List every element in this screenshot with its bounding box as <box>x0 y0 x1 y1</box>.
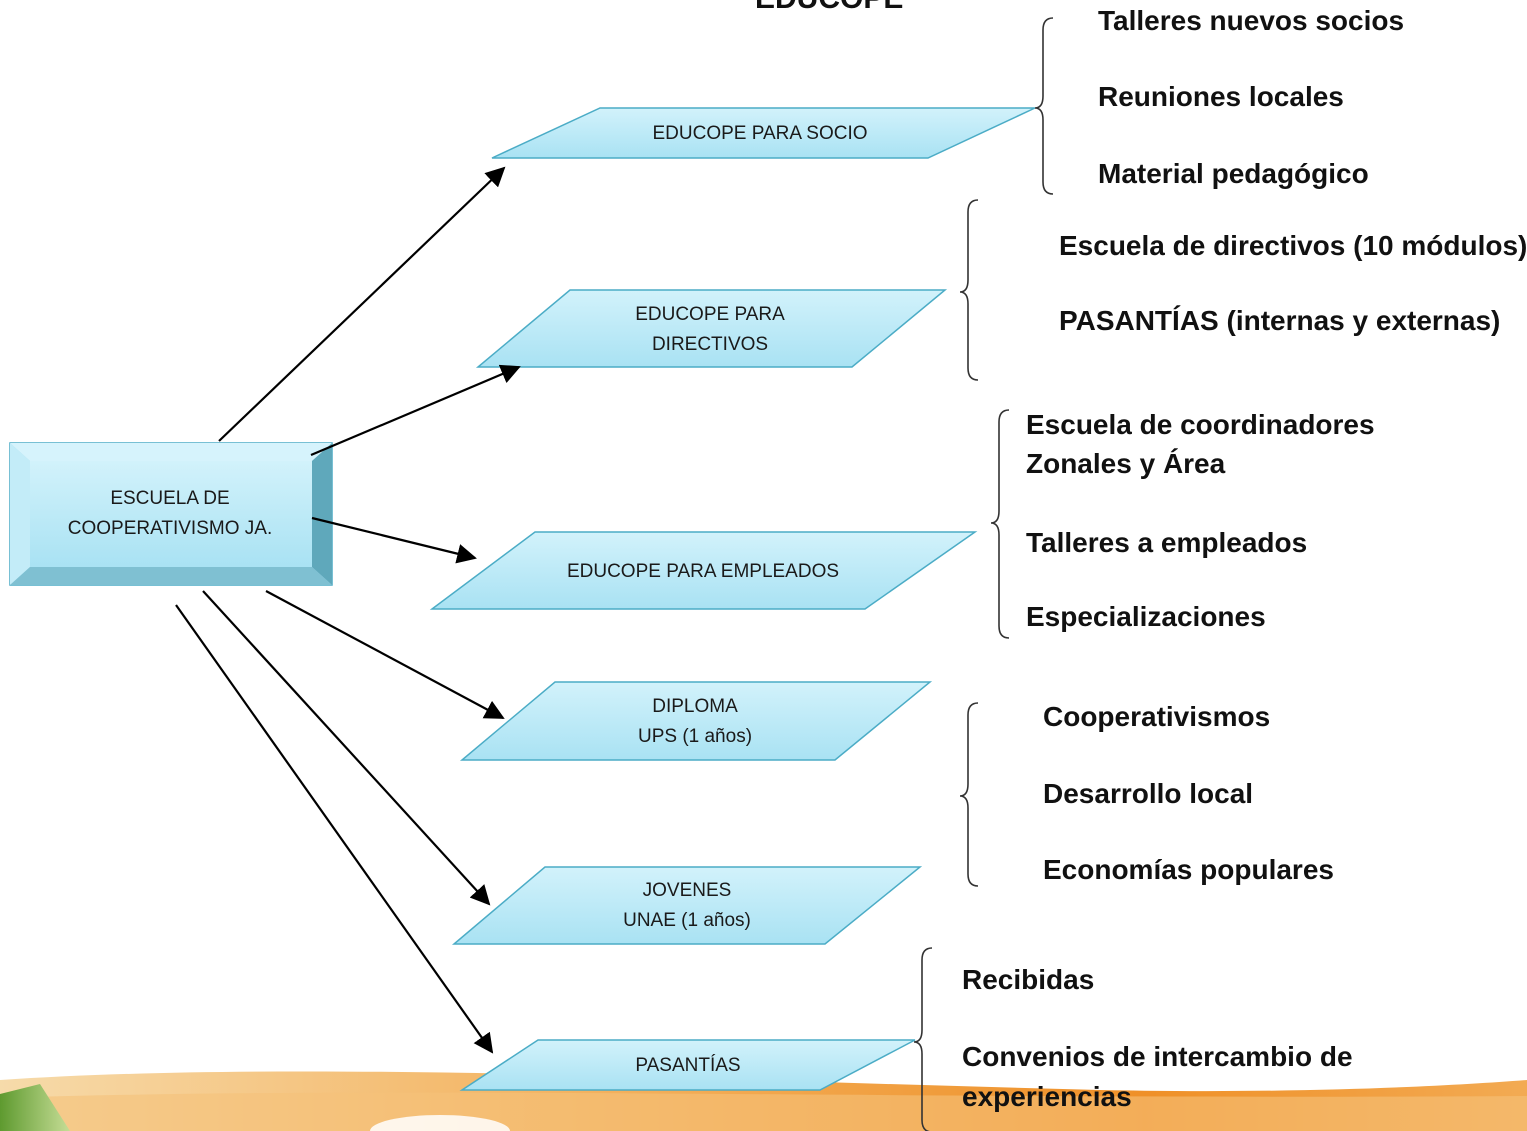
node-educope-socio: EDUCOPE PARA SOCIO <box>560 110 960 158</box>
connectors <box>175 166 521 1054</box>
arrow-to-pasantias <box>175 604 494 1054</box>
brace-diploma <box>959 702 979 887</box>
node-jovenes: JOVENES UNAE (1 años) <box>487 874 887 938</box>
node-diploma: DIPLOMA UPS (1 años) <box>495 690 895 754</box>
node-shapes <box>429 107 1036 1091</box>
node-shape-socio <box>491 107 1036 159</box>
item-escuela-directivos: Escuela de directivos (10 módulos) <box>1059 230 1527 261</box>
node-label: UNAE (1 años) <box>623 910 751 931</box>
item-economias-populares: Economías populares <box>1043 854 1334 885</box>
node-pasantias: PASANTÍAS <box>488 1046 888 1086</box>
arrow-to-empleados <box>311 516 477 564</box>
node-shape-directivos <box>475 289 948 368</box>
item-experiencias: experiencias <box>962 1081 1132 1112</box>
root-box-shape <box>9 442 333 586</box>
item-convenios: Convenios de intercambio de <box>962 1041 1353 1072</box>
arrow-to-directivos <box>310 364 521 457</box>
brace-socio <box>1034 17 1054 195</box>
item-cooperativismos: Cooperativismos <box>1043 701 1271 732</box>
node-label: DIRECTIVOS <box>651 334 769 355</box>
node-label: JOVENES <box>642 880 732 901</box>
node-shape-pasantias <box>459 1039 916 1091</box>
brace-empleados <box>990 409 1010 639</box>
node-label: EDUCOPE PARA EMPLEADOS <box>566 561 840 582</box>
page-title: EDUCOPE <box>755 0 903 16</box>
item-especializaciones: Especializaciones <box>1026 601 1266 632</box>
node-label: UPS (1 años) <box>637 726 753 747</box>
arrow-to-socio <box>218 166 506 442</box>
node-educope-empleados: EDUCOPE PARA EMPLEADOS <box>503 550 903 594</box>
item-zonales-area: Zonales y Área <box>1026 448 1226 479</box>
item-escuela-coordinadores: Escuela de coordinadores <box>1026 409 1375 440</box>
item-talleres-empleados: Talleres a empleados <box>1026 527 1308 558</box>
item-recibidas: Recibidas <box>962 964 1095 995</box>
root-node: ESCUELA DE COOPERATIVISMO JA. <box>40 472 300 556</box>
root-node-line2: COOPERATIVISMO JA. <box>67 518 273 539</box>
brace-directivos <box>959 199 979 381</box>
node-shape-diploma <box>459 681 933 761</box>
arrow-to-diploma <box>265 590 505 719</box>
node-label: DIPLOMA <box>652 696 738 717</box>
item-material-pedagogico: Material pedagógico <box>1098 158 1369 189</box>
item-pasantias-internas: PASANTÍAS (internas y externas) <box>1059 305 1501 336</box>
node-educope-directivos: EDUCOPE PARA DIRECTIVOS <box>510 298 910 362</box>
node-shape-jovenes <box>451 866 923 945</box>
item-talleres-nuevos-socios: Talleres nuevos socios <box>1098 5 1405 36</box>
footer-swoosh <box>0 1071 1527 1131</box>
braces <box>913 17 1054 1131</box>
item-reuniones-locales: Reuniones locales <box>1098 81 1344 112</box>
root-node-line1: ESCUELA DE <box>110 488 230 509</box>
node-label: PASANTÍAS <box>635 1055 741 1076</box>
arrow-to-jovenes <box>202 590 491 906</box>
node-label: EDUCOPE PARA <box>635 304 785 325</box>
item-desarrollo-local: Desarrollo local <box>1043 778 1254 809</box>
node-label: EDUCOPE PARA SOCIO <box>652 123 868 144</box>
node-shape-empleados <box>429 531 978 610</box>
brace-pasantias <box>913 947 933 1131</box>
